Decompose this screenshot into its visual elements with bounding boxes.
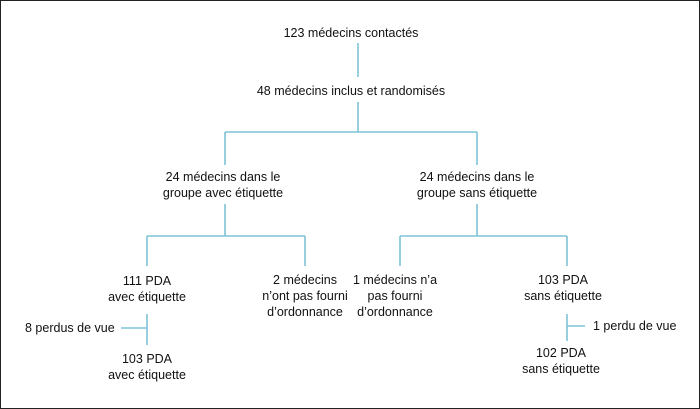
node-text: groupe avec étiquette [162,186,284,200]
node-text: 123 médecins contactés [283,26,419,40]
node-text: 24 médecins dans le [165,170,281,184]
node-text: 1 perdu de vue [593,319,677,333]
node-no-prescription-with: 2 médecins n’ont pas fourni d’ordonnance [262,272,347,320]
node-text: 111 PDA [122,274,172,288]
node-text: n’ont pas fourni [262,289,348,303]
node-final-without-label: 102 PDA sans étiquette [522,345,600,377]
node-final-with-label: 103 PDA avec étiquette [108,351,186,383]
node-contacted: 123 médecins contactés [284,25,419,41]
node-text: d’ordonnance [267,305,343,319]
node-text: 103 PDA [121,352,173,366]
node-text: 48 médecins inclus et randomisés [256,84,446,98]
node-text: 103 PDA [537,273,589,287]
node-text: avec étiquette [108,368,186,382]
node-text: 102 PDA [535,346,587,360]
node-text: pas fourni [367,289,423,303]
node-randomized: 48 médecins inclus et randomisés [257,83,445,99]
node-group-with-label: 24 médecins dans le groupe avec étiquett… [163,169,283,201]
node-text: groupe sans étiquette [416,186,538,200]
node-text: 1 médecins n’a [352,273,438,287]
node-lost-with-label: 8 perdus de vue [25,320,115,336]
node-lost-without-label: 1 perdu de vue [593,318,676,334]
node-text: sans étiquette [524,289,602,303]
node-pda-with-label: 111 PDA avec étiquette [108,273,186,305]
node-text: avec étiquette [108,290,186,304]
node-group-without-label: 24 médecins dans le groupe sans étiquett… [417,169,537,201]
node-text: 24 médecins dans le [419,170,535,184]
node-text: sans étiquette [522,362,600,376]
node-text: d’ordonnance [357,305,433,319]
node-no-prescription-without: 1 médecins n’a pas fourni d’ordonnance [353,272,437,320]
node-text: 8 perdus de vue [25,321,115,335]
node-text: 2 médecins [273,273,337,287]
node-pda-without-label: 103 PDA sans étiquette [524,272,602,304]
